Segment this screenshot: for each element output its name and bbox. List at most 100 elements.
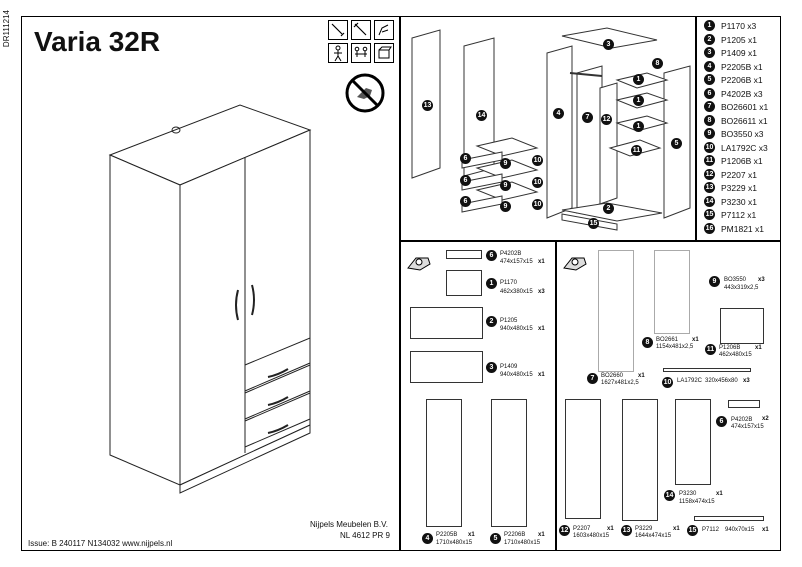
divider-partlist <box>695 16 697 240</box>
part-num: 8 <box>642 337 653 348</box>
part-code: P7112 <box>702 527 719 533</box>
callout-12: 12 <box>601 114 612 125</box>
callout-14: 14 <box>476 110 487 121</box>
part-plinth-15 <box>694 516 764 521</box>
part-panel-12 <box>565 399 601 519</box>
callout-1b: 1 <box>633 95 644 106</box>
part-num: 7 <box>587 373 598 384</box>
part-code: P1206B <box>719 345 741 351</box>
screwdriver-icon <box>328 20 348 40</box>
page-title: Varia 32R <box>34 26 161 57</box>
part-panel-6 <box>446 250 482 259</box>
person-icon <box>328 43 348 63</box>
part-qty: x1 <box>538 372 545 378</box>
part-dims: 1627x481x2,5 <box>601 380 639 386</box>
part-qty: x3 <box>743 378 750 384</box>
part-num: 15 <box>687 525 698 536</box>
part-code: P3230 <box>679 491 697 497</box>
part-num: 5 <box>490 533 501 544</box>
part-dims: 1603x480x15 <box>573 533 610 539</box>
part-qty: x3 <box>538 289 545 295</box>
callout-3: 3 <box>603 39 614 50</box>
part-code: P1170 <box>500 280 517 286</box>
part-num: 13 <box>621 525 632 536</box>
part-panel-6b <box>728 400 760 408</box>
part-panel-4 <box>426 399 462 527</box>
part-code: BO2660 <box>601 373 624 379</box>
part-num: 3 <box>486 362 497 373</box>
drill-hands-icon <box>374 20 394 40</box>
part-dims: 474x157x15 <box>500 259 533 265</box>
part-qty: x1 <box>538 532 545 538</box>
callout-2: 2 <box>603 203 614 214</box>
callout-6c: 6 <box>460 196 471 207</box>
part-num: 14 <box>664 490 675 501</box>
callout-9b: 9 <box>500 180 511 191</box>
callout-4: 4 <box>553 108 564 119</box>
part-code: LA1792C <box>677 378 703 384</box>
part-dims: 940x70x15 <box>725 527 755 533</box>
part-dims: 1644x474x15 <box>635 533 672 539</box>
part-rail-10 <box>663 368 751 372</box>
divider-right-h <box>399 240 781 242</box>
box-icon <box>374 43 394 63</box>
part-code: P1409 <box>500 364 518 370</box>
callout-1c: 1 <box>633 121 644 132</box>
part-panel-7 <box>598 250 634 372</box>
part-num: 1 <box>486 278 497 289</box>
part-code: P1205 <box>500 318 518 324</box>
part-dims: 1710x480x15 <box>436 540 473 546</box>
exploded-view <box>411 27 691 231</box>
part-dims: 320x456x80 <box>705 378 738 384</box>
page-frame <box>21 16 781 551</box>
part-panel-8 <box>654 250 690 334</box>
part-num: 4 <box>422 533 433 544</box>
part-num: 10 <box>662 377 673 388</box>
callout-9c: 9 <box>500 201 511 212</box>
callout-9a: 9 <box>500 158 511 169</box>
part-qty: x1 <box>673 526 680 532</box>
part-num: 9 <box>709 276 720 287</box>
issue-line: Issue: B 240117 N134032 www.nijpels.nl <box>28 539 173 548</box>
callout-7: 7 <box>582 112 593 123</box>
callout-13: 13 <box>422 100 433 111</box>
part-panel-3 <box>410 351 483 383</box>
part-code: P2205B <box>436 532 458 538</box>
callout-6b: 6 <box>460 175 471 186</box>
part-qty: x2 <box>762 416 769 422</box>
part-qty: x1 <box>638 373 645 379</box>
hand-icon-left <box>407 257 431 271</box>
hand-icon-right <box>563 257 587 271</box>
part-dims: 1710x480x15 <box>504 540 541 546</box>
callout-1a: 1 <box>633 74 644 85</box>
part-dims: 940x480x15 <box>500 326 533 332</box>
no-power-drill-icon <box>345 73 385 113</box>
part-dims: 1158x474x15 <box>679 499 715 505</box>
company-name: Nijpels Meubelen B.V. <box>310 520 388 529</box>
callout-15: 15 <box>588 218 599 229</box>
wardrobe-drawing <box>108 104 312 494</box>
part-code: P2207 <box>573 526 591 532</box>
part-qty: x1 <box>692 337 699 343</box>
part-qty: x1 <box>538 326 545 332</box>
part-panel-5 <box>491 399 527 527</box>
callout-8: 8 <box>652 58 663 69</box>
part-num: 2 <box>486 316 497 327</box>
part-code: P3229 <box>635 526 653 532</box>
part-panel-13 <box>622 399 658 521</box>
part-num: 6 <box>716 416 727 427</box>
two-person-icon <box>351 43 371 63</box>
part-code: BO3550 <box>724 277 747 283</box>
part-qty: x1 <box>762 527 769 533</box>
part-qty: x1 <box>468 532 475 538</box>
callout-5: 5 <box>671 138 682 149</box>
callout-10b: 10 <box>532 177 543 188</box>
